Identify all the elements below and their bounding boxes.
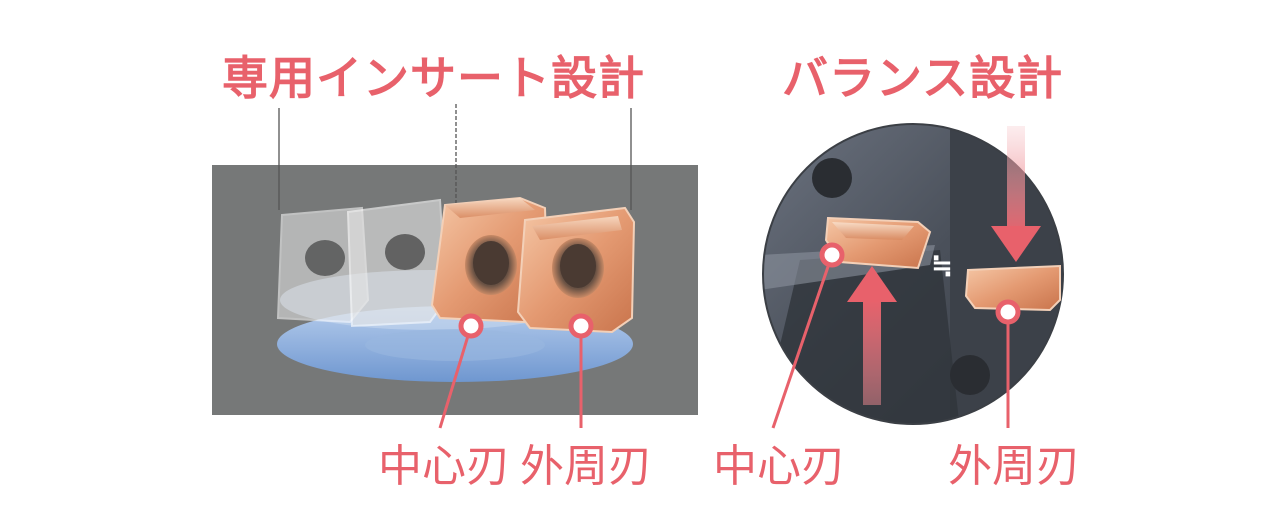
left-heading: 専用インサート設計 (222, 51, 645, 105)
left-center-marker (458, 313, 484, 339)
right-heading: バランス設計 (782, 51, 1064, 105)
ghost-insert-1 (276, 206, 370, 324)
upward-force-arrow (847, 266, 897, 405)
outer-insert (516, 206, 636, 334)
downward-force-arrow (991, 126, 1041, 262)
approx-symbol: ≒ (931, 251, 953, 281)
right-center-label: 中心刃 (713, 441, 845, 492)
ghost-insert-2 (346, 198, 448, 328)
right-center-marker (819, 242, 845, 268)
right-outer-marker (995, 299, 1021, 325)
left-outer-marker (568, 313, 594, 339)
right-center-insert (824, 216, 932, 270)
left-outer-label: 外周刃 (520, 441, 652, 492)
right-outer-insert (964, 264, 1061, 312)
left-center-label: 中心刃 (378, 441, 510, 492)
right-outer-label: 外周刃 (948, 441, 1080, 492)
